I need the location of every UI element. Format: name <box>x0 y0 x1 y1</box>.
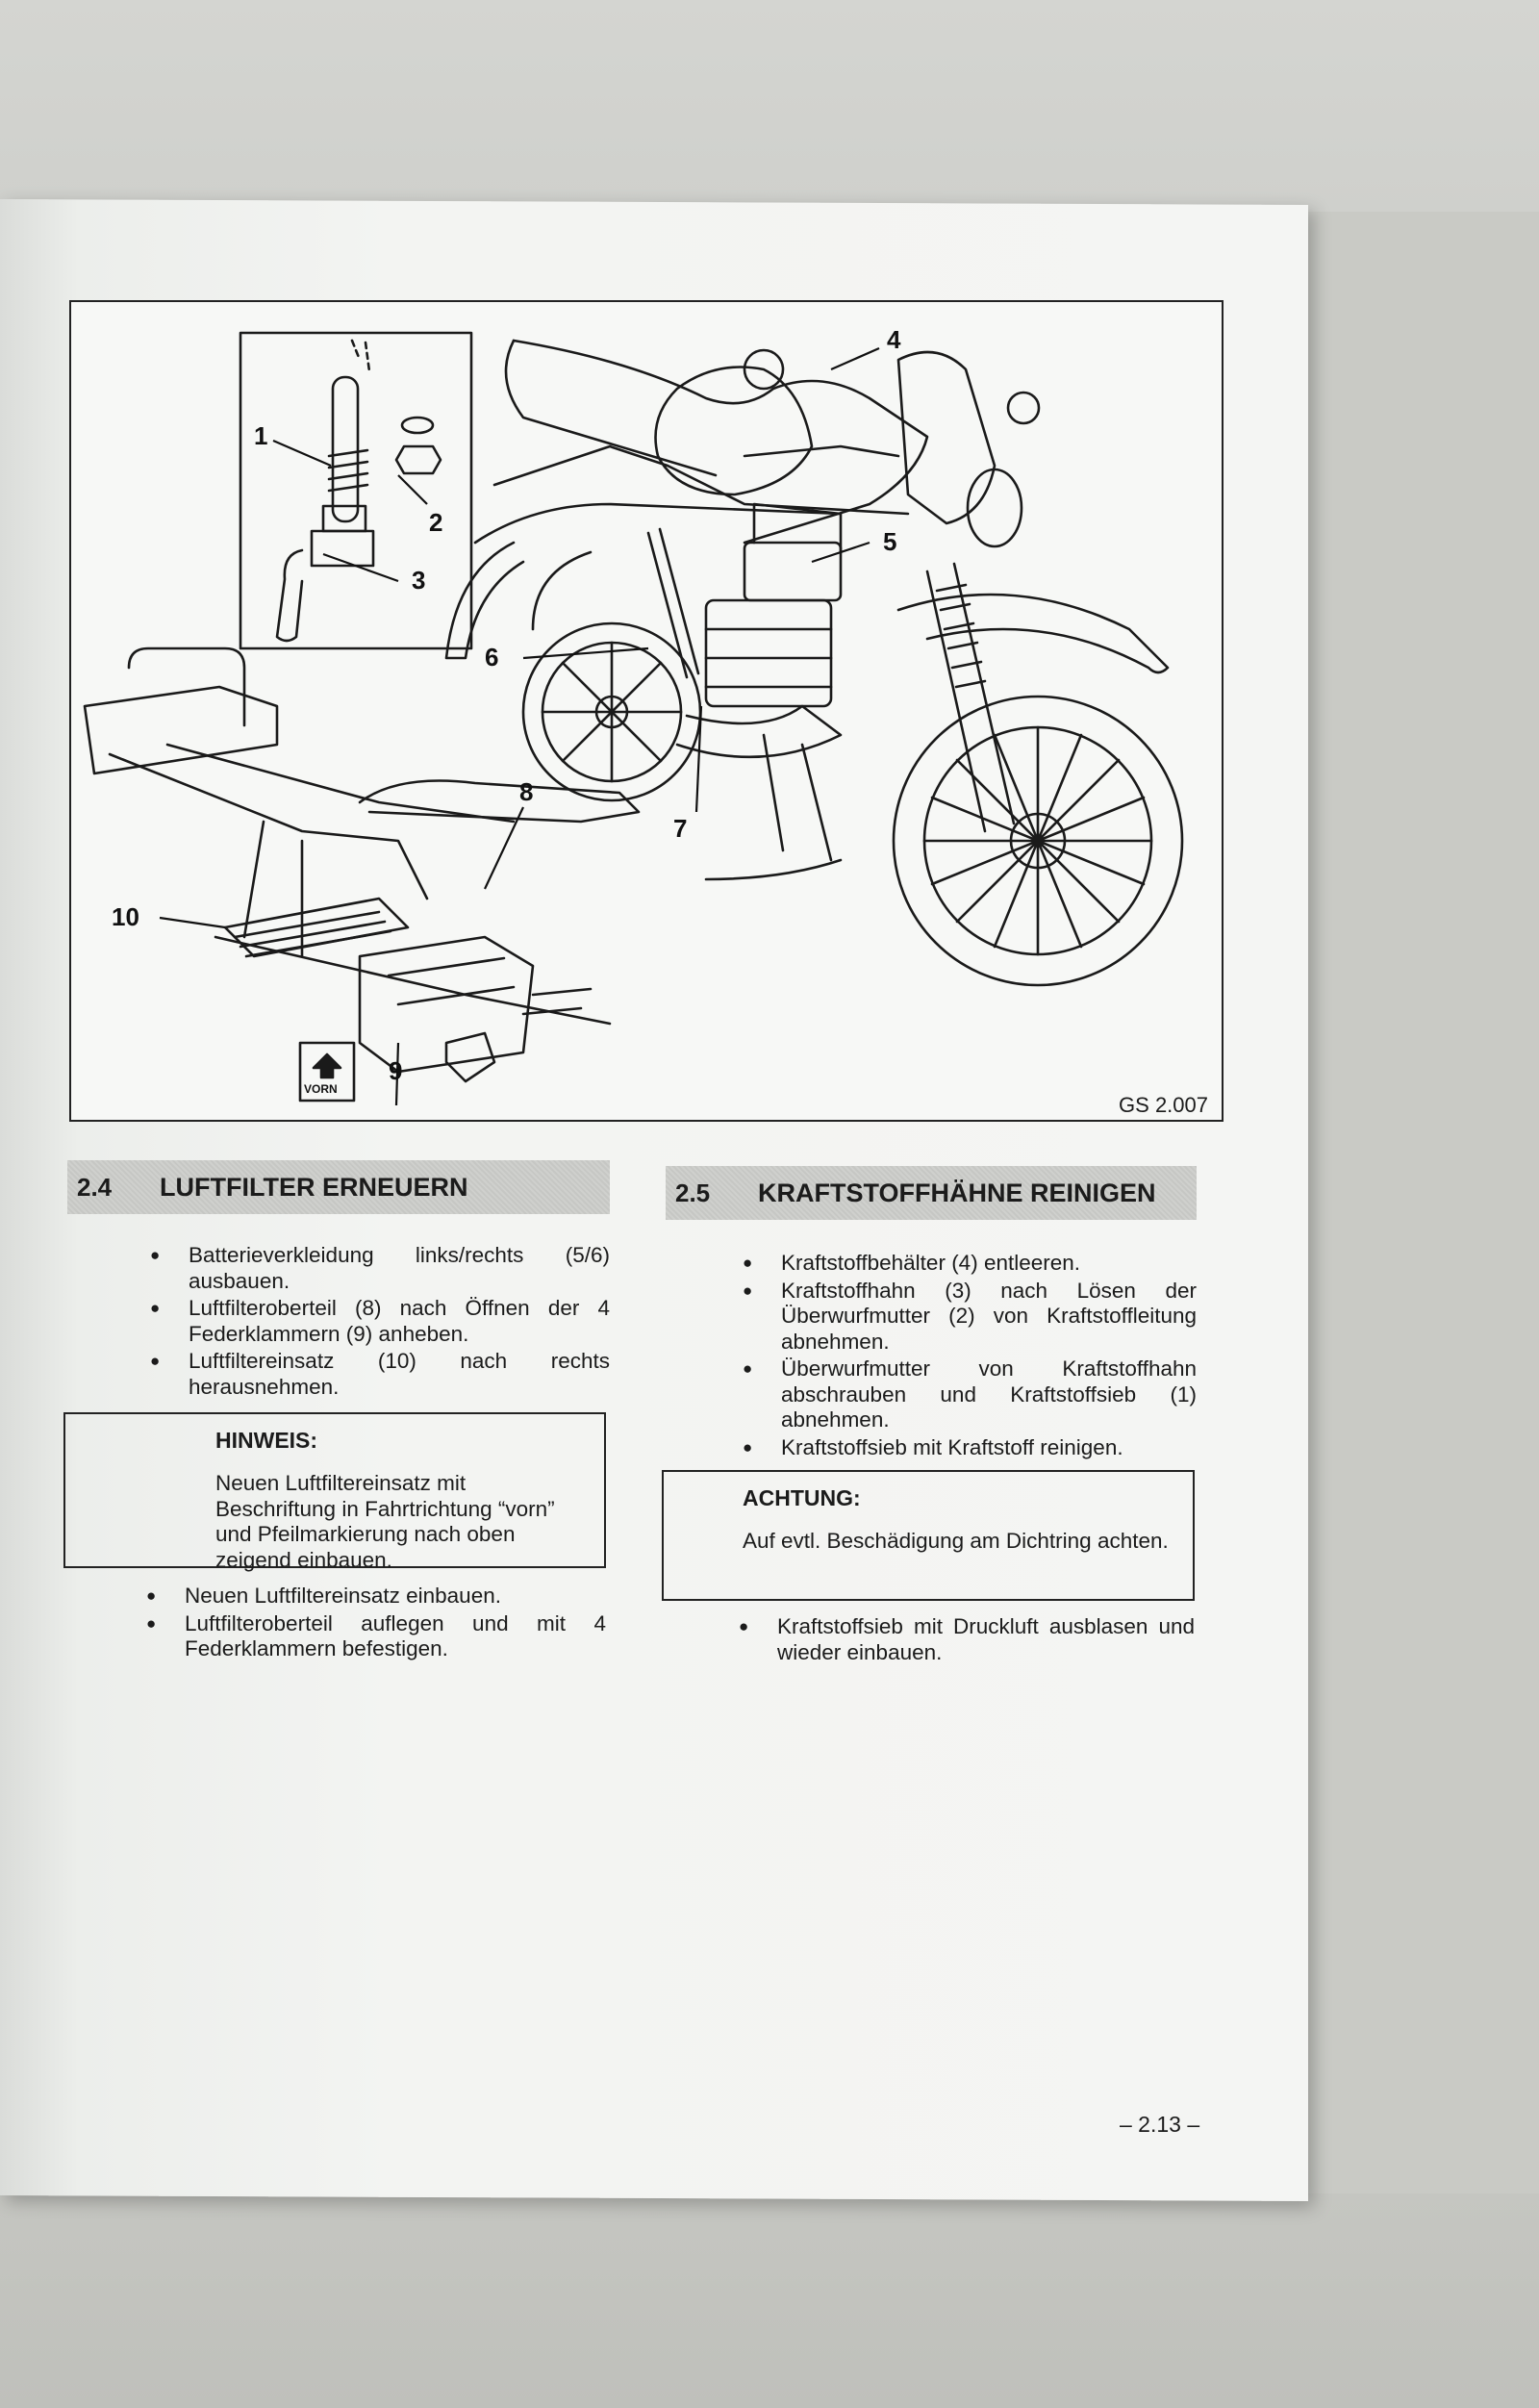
callout-5: 5 <box>883 527 896 556</box>
section-2-5-number: 2.5 <box>675 1178 711 1207</box>
list-item: Überwurfmutter von Kraftstoffhahn abschr… <box>743 1356 1197 1433</box>
list-item: Kraftstoffsieb mit Druckluft ausblasen u… <box>739 1614 1195 1665</box>
section-2-4-number: 2.4 <box>77 1172 113 1202</box>
section-2-5-note: ACHTUNG: Auf evtl. Beschädigung am Dicht… <box>662 1470 1195 1601</box>
section-2-5-steps: Kraftstoffbehälter (4) entleeren. Krafts… <box>743 1251 1197 1462</box>
section-2-5-steps-after: Kraftstoffsieb mit Druckluft ausblasen u… <box>739 1614 1195 1667</box>
figure-code: GS 2.007 <box>1119 1093 1208 1117</box>
list-item: Luftfilteroberteil (8) nach Öffnen der 4… <box>150 1296 610 1347</box>
motorcycle-diagram: 1 2 3 4 5 6 7 8 9 10 VORN GS 2.007 <box>69 300 1224 1122</box>
note-title: ACHTUNG: <box>743 1485 861 1510</box>
note-text: Auf evtl. Beschädigung am Dichtring acht… <box>743 1529 1169 1553</box>
list-item: Neuen Luftfiltereinsatz einbauen. <box>146 1584 606 1610</box>
section-2-4-heading: 2.4 LUFTFILTER ERNEUERN <box>67 1160 610 1214</box>
list-item: Kraftstoffsieb mit Kraftstoff reinigen. <box>743 1435 1197 1461</box>
diagram-drawing: 1 2 3 4 5 6 7 8 9 10 VORN <box>83 325 1184 1106</box>
section-2-4-note: HINWEIS: Neuen Luftfiltereinsatz mit Bes… <box>63 1412 606 1572</box>
section-2-4-steps: Batterieverkleidung links/rechts (5/6) a… <box>150 1243 610 1402</box>
section-2-5-heading: 2.5 KRAFTSTOFFHÄHNE REINIGEN <box>666 1166 1197 1220</box>
section-2-4-title: LUFTFILTER ERNEUERN <box>160 1172 468 1202</box>
background-bottom <box>0 2193 1539 2408</box>
list-item: Luftfiltereinsatz (10) nach rechts herau… <box>150 1349 610 1400</box>
list-item: Kraftstoffbehälter (4) entleeren. <box>743 1251 1197 1277</box>
callout-4: 4 <box>887 325 901 354</box>
callout-3: 3 <box>412 566 425 595</box>
callout-7: 7 <box>673 814 687 843</box>
list-item: Kraftstoffhahn (3) nach Lösen der Überwu… <box>743 1279 1197 1356</box>
callout-10: 10 <box>112 902 139 931</box>
section-2-4-steps-after: Neuen Luftfiltereinsatz einbauen. Luftfi… <box>146 1584 606 1664</box>
inset-frame <box>239 331 473 650</box>
background-top <box>0 0 1539 212</box>
callout-2: 2 <box>429 508 442 537</box>
callout-6: 6 <box>485 643 498 672</box>
list-item: Luftfilteroberteil auflegen und mit 4 Fe… <box>146 1611 606 1662</box>
callout-9: 9 <box>389 1056 402 1085</box>
page-number: – 2.13 – <box>1120 2112 1200 2137</box>
section-2-5-title: KRAFTSTOFFHÄHNE REINIGEN <box>758 1178 1156 1207</box>
note-text: Neuen Luftfiltereinsatz mit Beschriftung… <box>215 1471 555 1572</box>
callout-8: 8 <box>519 777 533 806</box>
arrow-label-vorn: VORN <box>304 1082 338 1096</box>
callout-1: 1 <box>254 421 267 450</box>
list-item: Batterieverkleidung links/rechts (5/6) a… <box>150 1243 610 1294</box>
note-title: HINWEIS: <box>215 1428 318 1453</box>
